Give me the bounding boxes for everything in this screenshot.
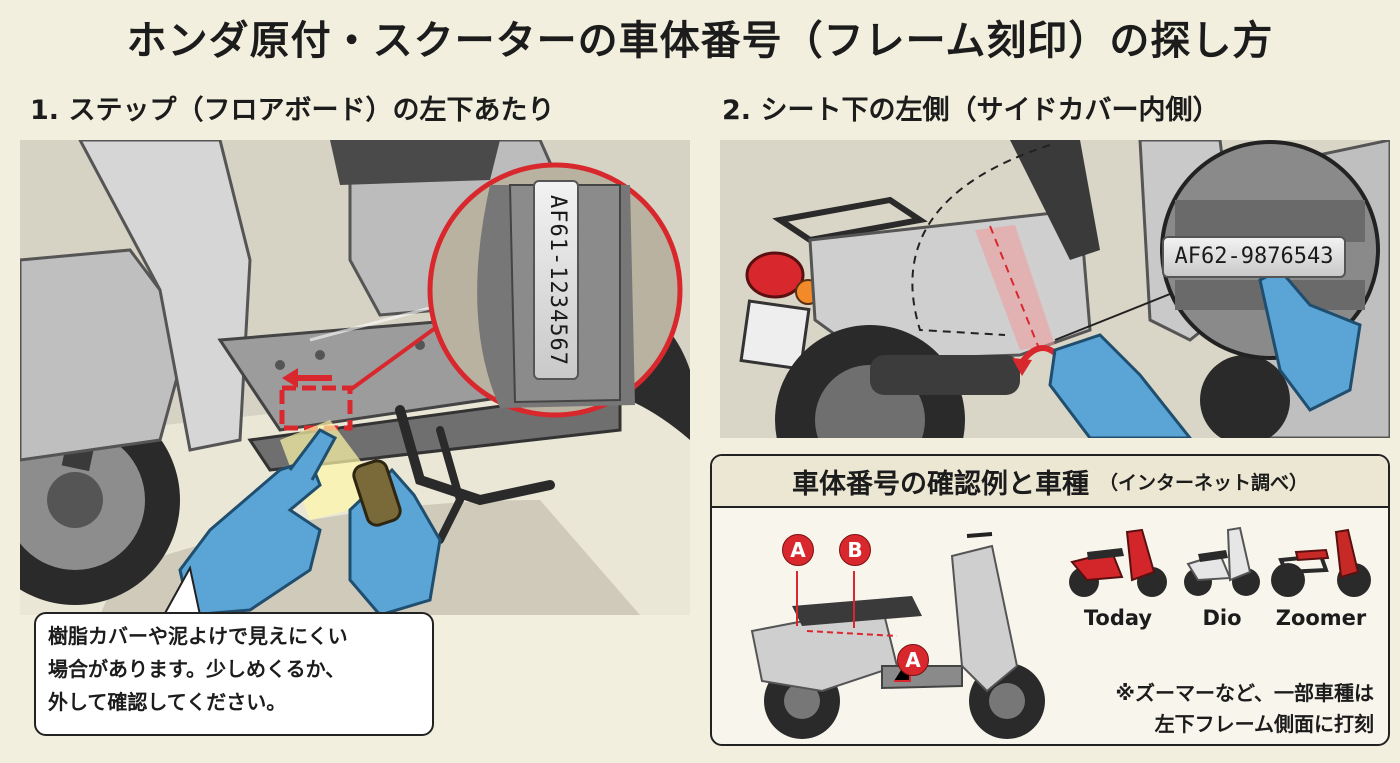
page-title: ホンダ原付・スクーターの車体番号（フレーム刻印）の探し方 [126, 18, 1274, 64]
model-info-title: 車体番号の確認例と車種 [791, 468, 1089, 500]
callout-line: 樹脂カバーや泥よけで見えにくい [48, 624, 348, 648]
frame-number-plate-af61: AF61-1234567 [533, 180, 579, 380]
model-footnote: ※ズーマーなど、一部車種は 左下フレーム側面に打刻 [1116, 678, 1374, 740]
footnote-line: ※ズーマーなど、一部車種は [1115, 681, 1374, 705]
section2-heading: 2. シート下の左側（サイドカバー内側） [722, 95, 1220, 126]
callout-pointer [162, 565, 202, 620]
footnote-line: 左下フレーム側面に打刻 [1154, 712, 1374, 736]
model-info-header: 車体番号の確認例と車種 （インターネット調べ） [712, 456, 1388, 508]
callout-line: 外して確認してください。 [48, 690, 287, 714]
marker-a-top: A [782, 534, 814, 566]
zoomer-thumbnail [1271, 528, 1371, 597]
callout-box: 樹脂カバーや泥よけで見えにくい 場合があります。少しめくるか、 外して確認してく… [34, 612, 434, 736]
model-info-note: （インターネット調べ） [1098, 471, 1308, 494]
frame-number-plate-af62: AF62-9876543 [1162, 236, 1346, 278]
model-zoomer-label: Zoomer [1275, 606, 1367, 630]
marker-b: B [839, 534, 871, 566]
section1-heading: 1. ステップ（フロアボード）の左下あたり [30, 95, 555, 126]
dio-thumbnail [1184, 526, 1260, 596]
scooter-diagram [750, 532, 1045, 739]
under-seat-illustration [720, 140, 1390, 438]
model-today-label: Today [1083, 606, 1153, 630]
step-floorboard-illustration [20, 140, 690, 615]
model-info-box: 車体番号の確認例と車種 （インターネット調べ） A B A Today Dio [710, 454, 1390, 746]
today-thumbnail [1069, 528, 1167, 597]
callout-line: 場合があります。少しめくるか、 [48, 657, 346, 681]
model-dio-label: Dio [1202, 606, 1242, 630]
marker-a-bottom: A [897, 644, 929, 676]
